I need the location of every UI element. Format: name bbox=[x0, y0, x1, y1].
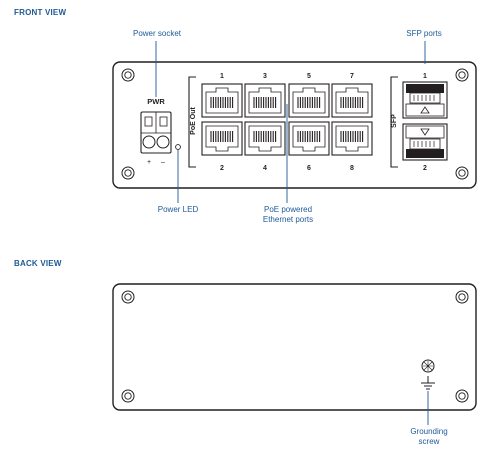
port-number: 3 bbox=[263, 73, 267, 80]
sfp-label: SFP bbox=[391, 114, 398, 128]
corner-screw-icon bbox=[121, 68, 135, 82]
grounding-screw-icon bbox=[421, 359, 435, 373]
grounding-screw-callout: Grounding screw bbox=[398, 427, 460, 447]
ethernet-port[interactable] bbox=[288, 83, 330, 118]
power-led-callout: Power LED bbox=[157, 205, 199, 214]
ethernet-port[interactable] bbox=[288, 121, 330, 156]
sfp-port-2[interactable] bbox=[402, 123, 448, 161]
poe-out-label: PoE Out bbox=[190, 107, 197, 135]
ethernet-port[interactable] bbox=[331, 121, 373, 156]
corner-screw-icon bbox=[455, 389, 469, 403]
front-view-title: FRONT VIEW bbox=[14, 8, 67, 17]
ethernet-port[interactable] bbox=[201, 121, 243, 156]
poe-bracket bbox=[188, 76, 196, 168]
ethernet-port[interactable] bbox=[331, 83, 373, 118]
terminal-minus-label: – bbox=[161, 159, 165, 166]
poe-ethernet-callout-line2: Ethernet ports bbox=[262, 215, 314, 224]
sfp-port-number: 2 bbox=[423, 165, 427, 172]
corner-screw-icon bbox=[121, 166, 135, 180]
sfp-ports-callout: SFP ports bbox=[406, 29, 442, 38]
sfp-port-1[interactable] bbox=[402, 81, 448, 119]
back-chassis bbox=[112, 283, 477, 411]
corner-screw-icon bbox=[455, 68, 469, 82]
corner-screw-icon bbox=[455, 166, 469, 180]
port-number: 1 bbox=[220, 73, 224, 80]
ethernet-port[interactable] bbox=[201, 83, 243, 118]
corner-screw-icon bbox=[455, 290, 469, 304]
power-socket-callout: Power socket bbox=[132, 29, 182, 38]
corner-screw-icon bbox=[121, 290, 135, 304]
port-number: 7 bbox=[350, 73, 354, 80]
ethernet-ports-group bbox=[201, 83, 373, 156]
grounding-callout-line1: Grounding bbox=[410, 427, 448, 436]
port-number: 5 bbox=[307, 73, 311, 80]
poe-ethernet-callout: PoE powered Ethernet ports bbox=[246, 205, 330, 225]
power-led-icon bbox=[175, 144, 181, 150]
corner-screw-icon bbox=[121, 389, 135, 403]
poe-ethernet-callout-line1: PoE powered bbox=[263, 205, 313, 214]
ethernet-port[interactable] bbox=[244, 121, 286, 156]
terminal-plus-label: + bbox=[147, 159, 151, 166]
ethernet-port[interactable] bbox=[244, 83, 286, 118]
port-number: 8 bbox=[350, 165, 354, 172]
sfp-bracket bbox=[390, 76, 398, 168]
port-number: 2 bbox=[220, 165, 224, 172]
ground-symbol-icon bbox=[421, 376, 435, 390]
pwr-label: PWR bbox=[147, 97, 165, 106]
grounding-callout-line2: screw bbox=[418, 437, 440, 446]
back-view-title: BACK VIEW bbox=[14, 259, 62, 268]
port-number: 4 bbox=[263, 165, 267, 172]
port-number: 6 bbox=[307, 165, 311, 172]
sfp-port-number: 1 bbox=[423, 73, 427, 80]
power-terminal-block bbox=[140, 111, 172, 154]
